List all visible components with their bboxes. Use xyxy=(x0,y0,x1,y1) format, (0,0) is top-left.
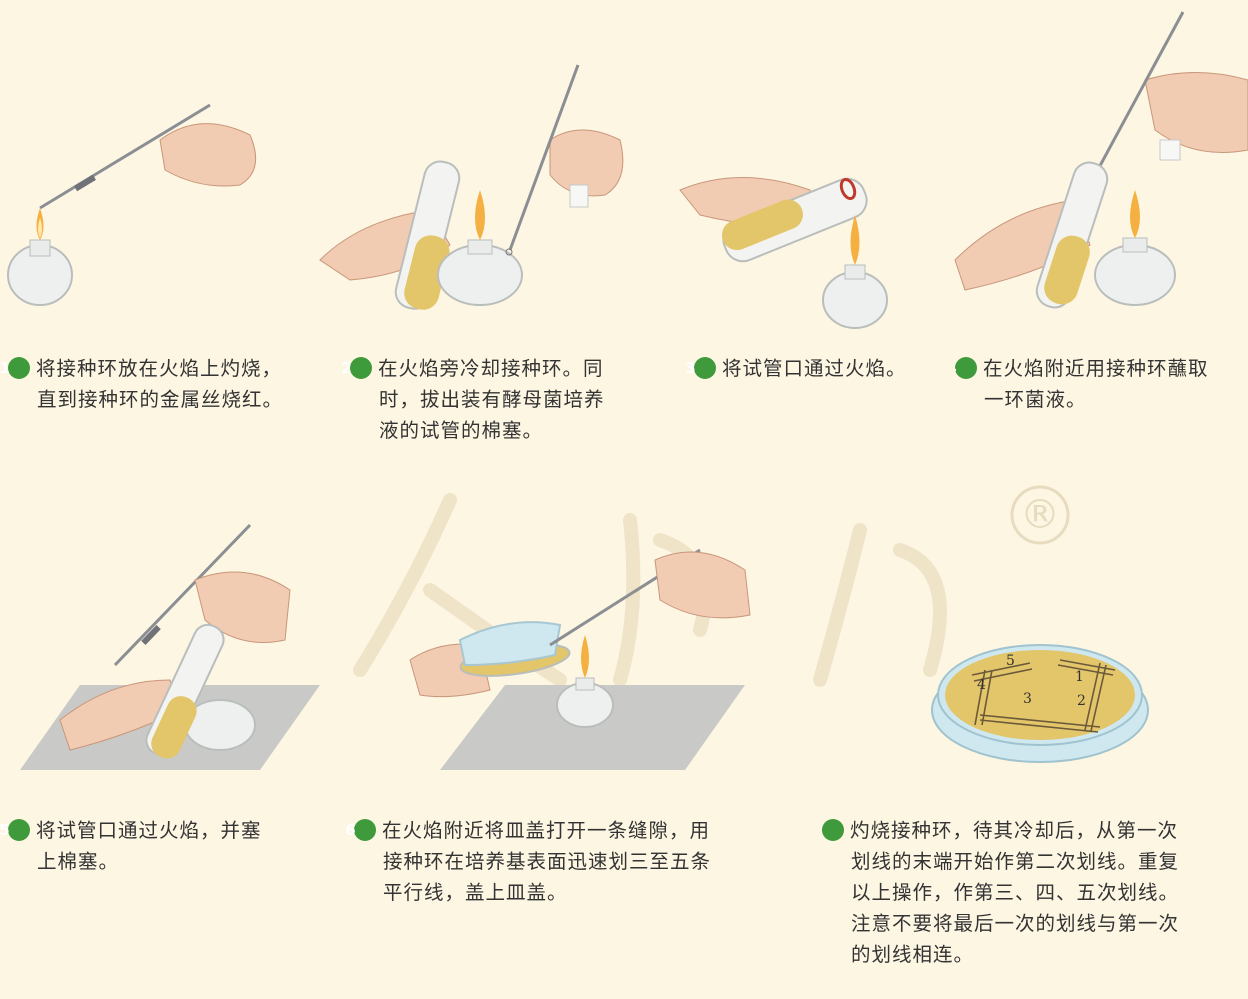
illustration-step-4 xyxy=(954,11,1248,309)
caption-step-6-line-3: 平行线，盖上皿盖。 xyxy=(383,881,568,904)
step-number-3: 3 xyxy=(685,357,716,379)
step-number-5: 5 xyxy=(0,819,30,841)
petri-label-1: 1 xyxy=(1075,669,1084,685)
step-number-2: 2 xyxy=(341,357,372,379)
caption-step-2-line-1: 2 在火焰旁冷却接种环。同 xyxy=(341,353,670,384)
illustration-step-2 xyxy=(319,64,624,310)
caption-step-5-text-1: 将试管口通过火焰，并塞 xyxy=(36,819,262,842)
caption-step-1-text-1: 将接种环放在火焰上灼烧， xyxy=(36,357,283,380)
step-number-1: 1 xyxy=(0,357,30,379)
illustration-step-3 xyxy=(679,177,888,329)
caption-step-2-line-3: 液的试管的棉塞。 xyxy=(379,419,544,442)
caption-step-1: 1 将接种环放在火焰上灼烧， 直到接种环的金属丝烧红。 xyxy=(0,353,308,415)
caption-step-1-line-2: 直到接种环的金属丝烧红。 xyxy=(37,388,284,411)
caption-step-6-line-1: 6 在火焰附近将皿盖打开一条缝隙，用 xyxy=(345,815,794,846)
caption-step-3: 3 将试管口通过火焰。 xyxy=(685,353,944,384)
caption-step-7-line-4: 注意不要将最后一次的划线与第一次 xyxy=(851,912,1180,935)
caption-step-7: 7 灼烧接种环，待其冷却后，从第一次 划线的末端开始作第二次划线。重复 以上操作，… xyxy=(822,815,1248,970)
caption-step-4: 4 在火焰附近用接种环蘸取 一环菌液。 xyxy=(955,353,1248,415)
step-number-7: 7 xyxy=(822,819,844,841)
caption-step-7-line-1: 7 灼烧接种环，待其冷却后，从第一次 xyxy=(822,815,1248,846)
petri-label-3: 3 xyxy=(1023,691,1032,707)
registered-mark-circle xyxy=(1010,485,1070,545)
caption-step-6-line-2: 接种环在培养基表面迅速划三至五条 xyxy=(383,850,712,873)
caption-step-7-text-1: 灼烧接种环，待其冷却后，从第一次 xyxy=(850,819,1179,842)
illustration-step-6 xyxy=(409,548,751,770)
caption-step-6: 6 在火焰附近将皿盖打开一条缝隙，用 接种环在培养基表面迅速划三至五条 平行线，盖… xyxy=(345,815,794,908)
step-number-6: 6 xyxy=(345,819,376,841)
caption-step-7-line-2: 划线的末端开始作第二次划线。重复 xyxy=(851,850,1180,873)
caption-step-3-text-1: 将试管口通过火焰。 xyxy=(722,357,907,380)
illustration-step-7-petri-dish: 1 2 3 4 5 xyxy=(931,644,1149,763)
caption-step-3-line-1: 3 将试管口通过火焰。 xyxy=(685,353,944,384)
caption-step-7-line-3: 以上操作，作第三、四、五次划线。 xyxy=(851,881,1180,904)
caption-step-5-line-1: 5 将试管口通过火焰，并塞 xyxy=(0,815,318,846)
caption-step-4-line-1: 4 在火焰附近用接种环蘸取 xyxy=(955,353,1248,384)
caption-step-1-line-1: 1 将接种环放在火焰上灼烧， xyxy=(0,353,308,384)
step-number-4: 4 xyxy=(955,357,977,379)
caption-step-2-text-1: 在火焰旁冷却接种环。同 xyxy=(378,357,604,380)
petri-label-5: 5 xyxy=(1006,653,1015,669)
caption-step-2-line-2: 时，拔出装有酵母菌培养 xyxy=(379,388,605,411)
petri-label-4: 4 xyxy=(977,677,986,693)
illustration-step-1 xyxy=(7,103,257,306)
caption-step-4-line-2: 一环菌液。 xyxy=(984,388,1087,411)
illustration-step-5 xyxy=(20,523,320,770)
caption-step-7-line-5: 的划线相连。 xyxy=(851,943,975,966)
caption-step-4-text-1: 在火焰附近用接种环蘸取 xyxy=(983,357,1209,380)
petri-label-2: 2 xyxy=(1077,693,1086,709)
registered-mark: ® xyxy=(1020,492,1060,538)
caption-step-6-text-1: 在火焰附近将皿盖打开一条缝隙，用 xyxy=(382,819,711,842)
caption-step-2: 2 在火焰旁冷却接种环。同 时，拔出装有酵母菌培养 液的试管的棉塞。 xyxy=(341,353,670,446)
caption-step-5: 5 将试管口通过火焰，并塞 上棉塞。 xyxy=(0,815,318,877)
caption-step-5-line-2: 上棉塞。 xyxy=(37,850,120,873)
